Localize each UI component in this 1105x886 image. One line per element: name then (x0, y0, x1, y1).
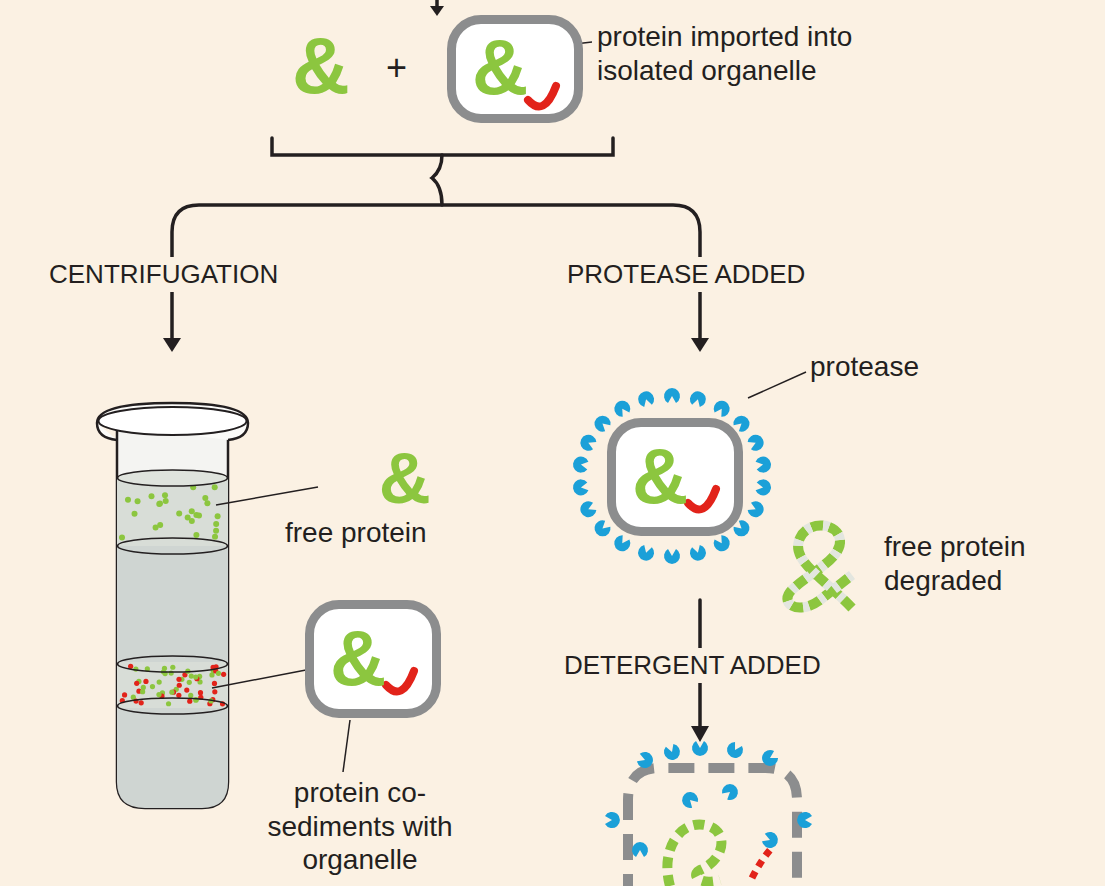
protease-symbols (572, 388, 772, 564)
organelle: & (447, 15, 583, 123)
protein-symbol: & (292, 26, 350, 106)
degraded-protein (787, 525, 852, 608)
protease-symbols (605, 740, 812, 857)
arrowhead (163, 338, 181, 352)
organelle: & (305, 600, 441, 718)
step-label: PROTEASE ADDED (564, 257, 808, 292)
arrowhead (430, 6, 444, 16)
callout-label: protein imported into isolated organelle (597, 20, 932, 87)
centrifuge-tube (97, 403, 248, 818)
organelle: & (607, 418, 743, 536)
callout-label: free protein (285, 516, 427, 550)
callout-label: free protein degraded (884, 530, 1089, 597)
plus-sign: + (386, 46, 407, 89)
protein-symbol: & (632, 437, 688, 515)
step-label: DETERGENT ADDED (561, 648, 824, 683)
callout-label: protease (810, 350, 919, 384)
lysed-organelle (628, 768, 797, 886)
step-label: CENTRIFUGATION (46, 257, 281, 292)
arrowhead (691, 338, 709, 352)
callout-label: protein co-sediments with organelle (250, 776, 470, 877)
protein-symbol: & (472, 28, 528, 106)
arrowhead (691, 726, 709, 742)
protein-symbol: & (330, 619, 386, 697)
protein-symbol: & (379, 442, 431, 514)
